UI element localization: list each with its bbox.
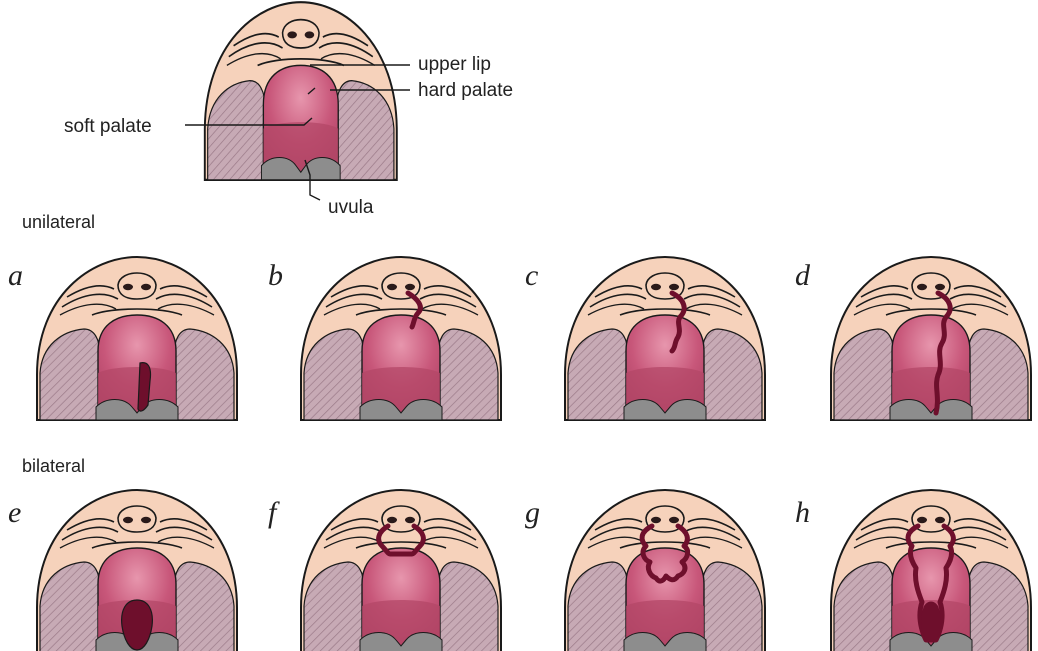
panel-letter-e: e	[8, 496, 21, 529]
panel-c	[565, 257, 765, 420]
reference-figure	[205, 2, 397, 180]
panel-letter-f: f	[268, 496, 280, 529]
panel-g	[565, 490, 765, 651]
panel-a	[37, 257, 237, 420]
label-soft-palate: soft palate	[64, 116, 152, 137]
section-bilateral: bilateral	[22, 456, 85, 476]
cleft-a	[138, 363, 151, 411]
label-upper-lip: upper lip	[418, 54, 491, 75]
panel-letter-b: b	[268, 259, 283, 292]
label-uvula: uvula	[328, 197, 374, 218]
panel-h	[831, 490, 1031, 651]
panel-letter-d: d	[795, 259, 811, 292]
panel-f	[301, 490, 501, 651]
panel-e	[37, 490, 237, 651]
panel-letter-c: c	[525, 259, 538, 292]
section-unilateral: unilateral	[22, 212, 95, 232]
panel-d	[831, 257, 1031, 420]
label-hard-palate: hard palate	[418, 80, 513, 101]
panel-letter-a: a	[8, 259, 23, 292]
cleft-h-fill	[921, 602, 941, 641]
panel-letter-h: h	[795, 496, 810, 529]
panel-letter-g: g	[525, 496, 540, 529]
panel-b	[301, 257, 501, 420]
